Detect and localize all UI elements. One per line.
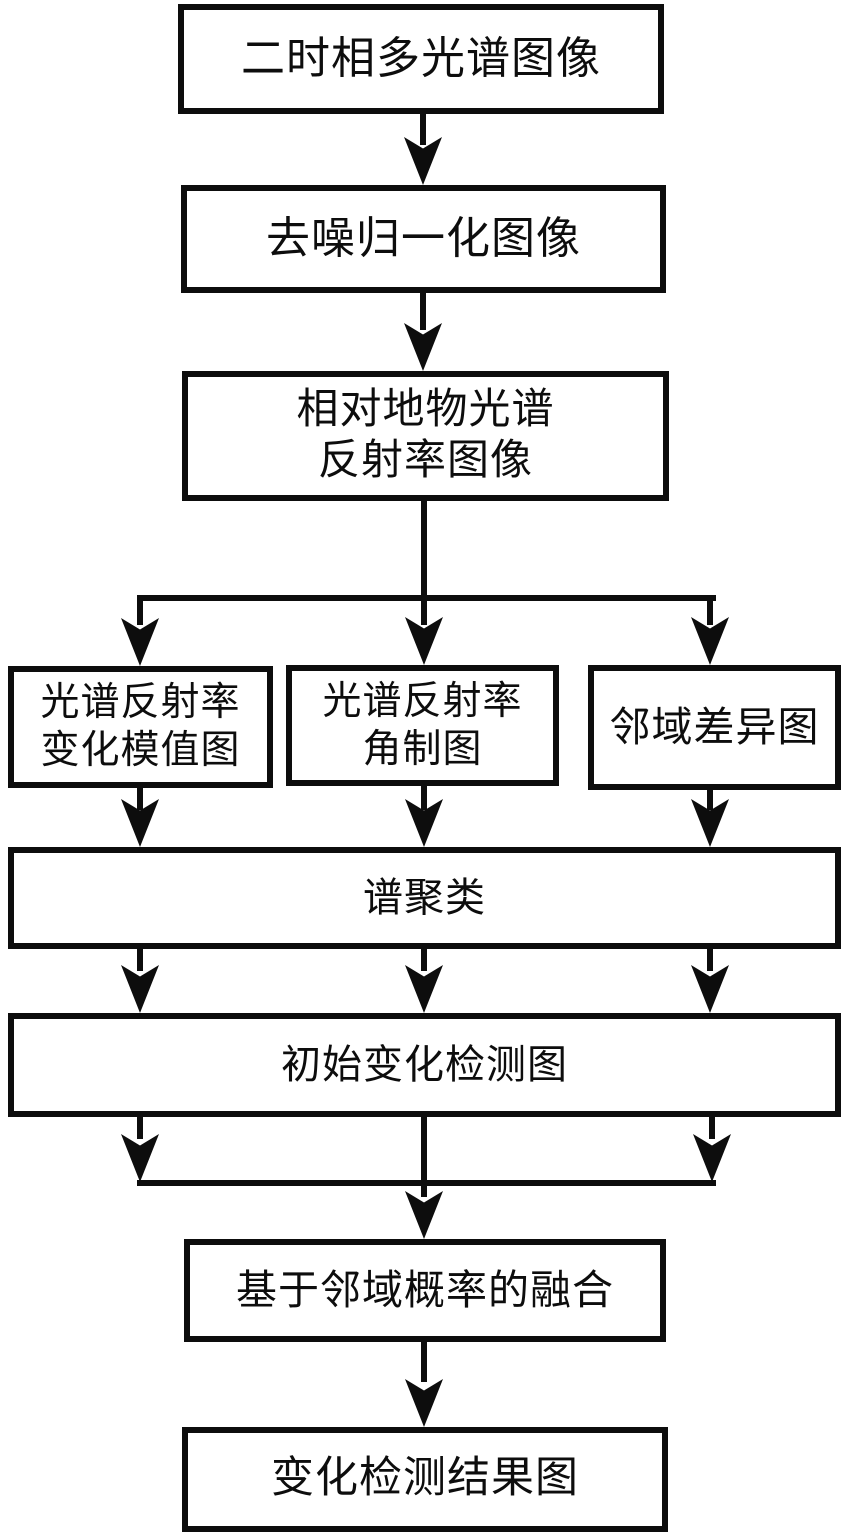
arrow-clustering-to-initial-left-head [121,965,159,1013]
arrow-clustering-to-initial-right-head [691,965,729,1013]
arrow-fusion-to-result-shaft [421,1342,427,1382]
branch-right-shaft [707,595,713,625]
node-neighborhood-difference-map: 邻域差异图 [588,665,841,790]
branch-connector-stem [421,500,427,625]
node-relative-reflectance-image: 相对地物光谱 反射率图像 [182,371,669,501]
merge-right-head [693,1134,731,1182]
arrow-bitemporal-to-denoised-shaft [420,113,426,145]
merge-center-shaft [421,1117,427,1197]
node-bitemporal-multispectral-image: 二时相多光谱图像 [178,4,664,114]
arrow-clustering-to-initial-center-shaft [421,949,427,971]
merge-right-shaft [709,1117,715,1139]
arrow-denoised-to-reflectance-shaft [420,292,426,330]
arrow-clustering-to-initial-center-head [405,965,443,1013]
arrow-angle-to-clustering-shaft [421,786,427,810]
node-initial-change-detection-map: 初始变化检测图 [8,1013,841,1117]
branch-left-head [121,618,159,666]
arrow-clustering-to-initial-right-shaft [707,949,713,971]
branch-left-shaft [137,595,143,625]
merge-left-head [121,1134,159,1182]
arrow-clustering-to-initial-left-shaft [137,949,143,971]
arrow-denoised-to-reflectance-head [404,323,442,371]
arrow-neighborhood-to-clustering-shaft [707,790,713,810]
arrow-initial-to-fusion-head [405,1191,443,1239]
arrow-magnitude-to-clustering-shaft [137,788,143,810]
node-neighborhood-probability-fusion: 基于邻域概率的融合 [184,1239,666,1342]
node-spectral-reflectance-magnitude-map: 光谱反射率 变化模值图 [8,666,273,788]
node-change-detection-result-map: 变化检测结果图 [182,1427,668,1532]
node-spectral-clustering: 谱聚类 [8,847,841,949]
arrow-fusion-to-result-head [405,1379,443,1427]
node-spectral-reflectance-angle-map: 光谱反射率 角制图 [286,665,559,786]
node-denoised-normalized-image: 去噪归一化图像 [181,185,666,293]
branch-connector-horizontal [137,595,716,601]
merge-left-shaft [137,1117,143,1139]
